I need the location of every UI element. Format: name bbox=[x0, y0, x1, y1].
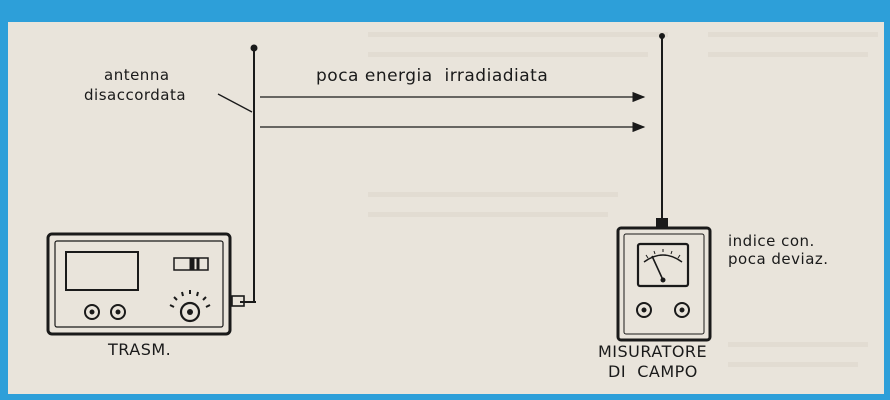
transmitter-icon bbox=[46, 232, 232, 336]
low-energy-label: poca energia irradiadiata bbox=[316, 66, 549, 86]
meter-label-line2: DI CAMPO bbox=[608, 362, 698, 381]
transmitter-label: TRASM. bbox=[108, 340, 172, 359]
meter-needle bbox=[651, 255, 664, 281]
antenna-label: antenna bbox=[104, 66, 170, 84]
meter-antenna bbox=[656, 33, 668, 228]
transmitter-antenna bbox=[231, 44, 258, 307]
needle-label-line2: poca deviaz. bbox=[728, 250, 829, 268]
meter-label-line1: MISURATORE bbox=[598, 342, 708, 361]
diagram-drawing bbox=[46, 33, 712, 342]
needle-label-line1: indice con. bbox=[728, 232, 815, 250]
detuned-label: disaccordata bbox=[84, 86, 187, 104]
field-meter-icon bbox=[616, 226, 712, 342]
diagram-panel: antenna disaccordata poca energia irradi… bbox=[8, 22, 884, 394]
label-pointer bbox=[217, 93, 253, 113]
